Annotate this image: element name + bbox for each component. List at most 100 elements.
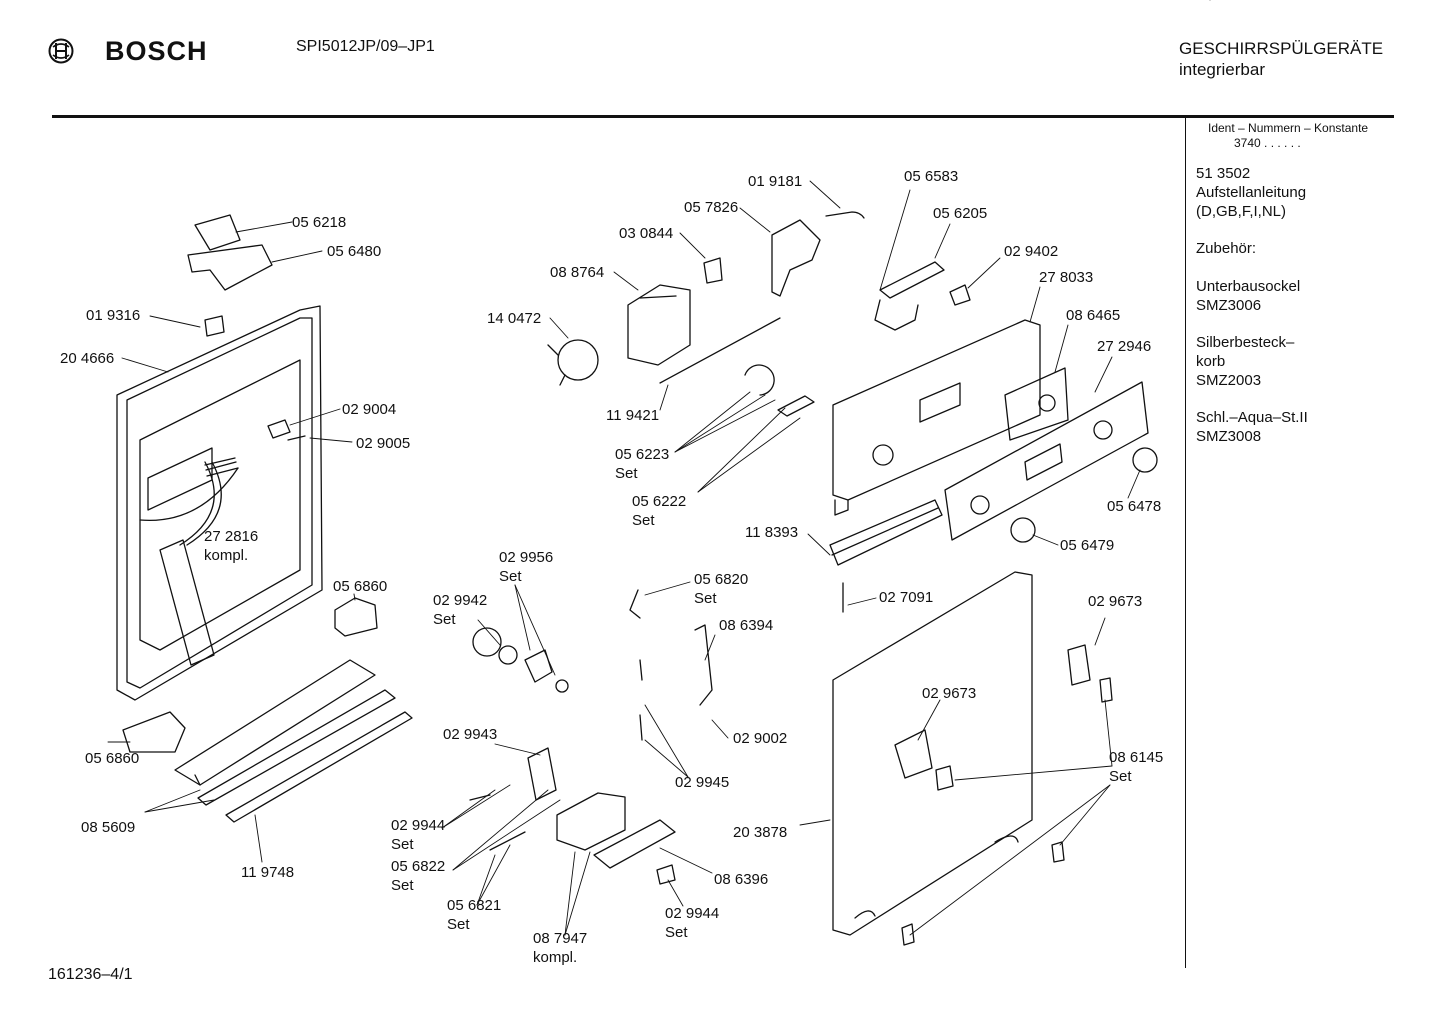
ribbon-cable [160,462,221,665]
model-number: SPI5012JP/09–JP1 [296,38,435,55]
part-label: 02 9944 [665,905,720,922]
sidebar-line: 51 3502 [1196,165,1251,182]
part-label: 02 7091 [879,589,934,606]
part-label: 11 8393 [745,524,799,541]
program-timer [548,258,780,385]
sidebar-divider [1185,118,1186,968]
interlock-assembly [875,262,970,330]
leader-lines [108,0,1210,935]
outer-door-panel [833,572,1032,935]
part-label: 08 6396 [714,871,769,888]
part-label: 05 6860 [333,578,388,595]
sidebar-line: SMZ2003 [1196,372,1262,389]
part-label: 27 8033 [1039,269,1094,286]
part-label: 08 6394 [719,617,774,634]
block-left-bottom [123,712,185,752]
trim-strips [175,660,412,822]
part-label: 08 5609 [81,819,136,836]
part-label: 14 0472 [487,310,542,327]
block-left-top [335,598,377,636]
part-label: 05 6223 [615,446,670,463]
part-label: 02 9673 [922,685,977,702]
part-label-suffix: Set [615,465,638,482]
sidebar-item-installation: 51 3502 Aufstellanleitung (D,GB,F,I,NL) [1196,164,1306,221]
sidebar-item-plinth: Unterbausockel SMZ3006 [1196,277,1300,315]
part-label: 02 9004 [342,401,397,418]
header-divider [52,115,1394,118]
part-label: 02 9942 [433,592,488,609]
part-label: 27 2946 [1097,338,1152,355]
sidebar-line: Zubehör: [1196,240,1257,257]
sidebar-item-cutlery-basket: Silberbesteck– korb SMZ2003 [1196,333,1294,390]
sidebar-line: Unterbausockel [1196,278,1301,295]
sidebar-line: Aufstellanleitung [1196,184,1307,201]
part-label: 08 7947 [533,930,588,947]
inner-door-panel [117,306,322,700]
display-module [1005,368,1068,440]
ident-value: 3740 . . . . . . [1234,136,1301,150]
part-label-suffix: kompl. [204,547,249,564]
sidebar-line: SMZ3008 [1196,428,1262,445]
handle-bar [830,500,942,565]
part-label: 20 4666 [60,350,115,367]
door-switch [745,212,864,416]
part-label: 02 9002 [733,730,788,747]
part-label: 08 6465 [1066,307,1121,324]
part-label-suffix: Set [391,877,414,894]
part-label: 08 6145 [1109,749,1164,766]
part-label: 05 6479 [1060,537,1115,554]
part-label: 05 6820 [694,571,749,588]
part-label: 03 0844 [619,225,674,242]
part-label: 05 6218 [292,214,347,231]
part-label: 02 9956 [499,549,554,566]
sidebar-line: korb [1196,353,1226,370]
part-label-suffix: Set [1109,768,1132,785]
category-title: GESCHIRRSPÜLGERÄTE [1179,39,1384,58]
part-label: 05 6222 [632,493,687,510]
part-label-suffix: Set [447,916,470,933]
part-label: 02 9402 [1004,243,1059,260]
control-fascia [945,382,1148,540]
part-label: 05 6822 [391,858,446,875]
part-label: 05 6821 [447,897,502,914]
part-label: 02 9673 [1088,593,1143,610]
part-label: 05 6480 [327,243,382,260]
brand-name: BOSCH [105,36,208,66]
bosch-logo-icon [48,38,74,64]
part-label: 05 7826 [684,199,739,216]
control-panel [833,320,1040,515]
appliance-category: GESCHIRRSPÜLGERÄTE integrierbar [1179,38,1383,80]
part-label-suffix: Set [694,590,717,607]
part-label: 02 9005 [356,435,411,452]
part-label-suffix: Set [499,568,522,585]
sidebar-line: Schl.–Aqua–St.II [1196,409,1308,426]
part-label: 05 6205 [933,205,988,222]
part-label: 05 6583 [904,168,959,185]
part-label: 27 2816 [204,528,259,545]
door-latch [188,215,272,336]
part-label-suffix: Set [391,836,414,853]
part-label-suffix: Set [632,512,655,529]
category-subtitle: integrierbar [1179,60,1265,79]
sidebar-line: Silberbesteck– [1196,334,1295,351]
part-label-suffix: Set [433,611,456,628]
part-label: 11 9421 [606,407,660,424]
knob-056479 [1011,518,1035,542]
part-label: 02 9944 [391,817,446,834]
sidebar-item-aquastop: Schl.–Aqua–St.II SMZ3008 [1196,408,1308,446]
part-label: 01 9181 [748,173,803,190]
part-label: 02 9945 [675,774,730,791]
part-label: 08 8764 [550,264,605,281]
ident-title: Ident – Nummern – Konstante [1208,121,1369,135]
knob-056478 [1133,448,1157,472]
drawing-number: 161236–4/1 [48,966,133,983]
part-label: 01 9316 [86,307,141,324]
part-label-suffix: kompl. [533,949,578,966]
sidebar-item-accessories: Zubehör: [1196,239,1256,258]
ident-block: Ident – Nummern – Konstante 3740 . . . .… [1208,121,1368,151]
part-label: 20 3878 [733,824,788,841]
part-label: 05 6860 [85,750,140,767]
part-label: 05 6478 [1107,498,1162,515]
hinge-bracket-right [1068,645,1090,685]
detergent-dispenser [470,590,712,884]
